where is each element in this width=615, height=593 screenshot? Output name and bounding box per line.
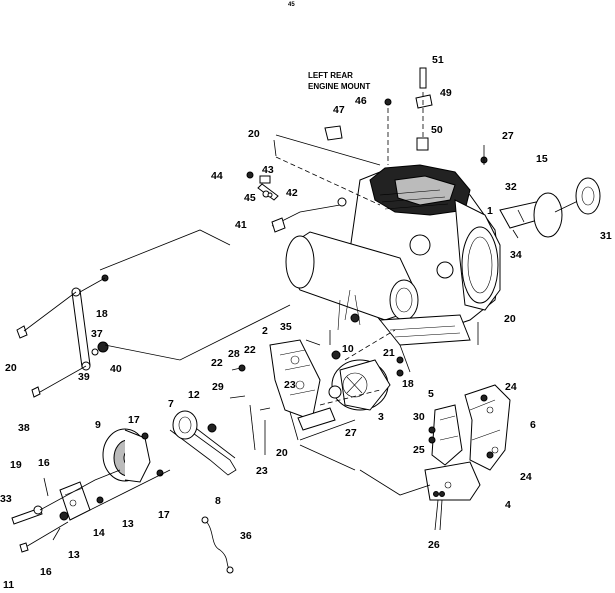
callout-13a: 13 bbox=[122, 518, 134, 530]
callout-20a: 20 bbox=[248, 128, 260, 140]
callout-39: 39 bbox=[78, 371, 90, 383]
callout-14: 14 bbox=[93, 527, 105, 539]
callout-23b: 23 bbox=[284, 379, 296, 391]
callout-18a: 18 bbox=[96, 308, 108, 320]
callout-41: 41 bbox=[235, 219, 247, 231]
callout-18b: 18 bbox=[402, 378, 414, 390]
callout-49: 49 bbox=[440, 87, 452, 99]
shaft-parts bbox=[11, 469, 171, 553]
callout-27a: 27 bbox=[502, 130, 514, 142]
callout-29: 29 bbox=[212, 381, 224, 393]
callout-5: 5 bbox=[428, 388, 434, 400]
callout-1: 1 bbox=[487, 205, 493, 217]
callout-9: 9 bbox=[95, 419, 101, 431]
dash-line-3 bbox=[275, 156, 381, 206]
dash-line-5 bbox=[319, 389, 381, 406]
callout-2: 2 bbox=[262, 325, 268, 337]
dash-line-4 bbox=[344, 329, 396, 361]
right-brackets bbox=[299, 384, 511, 531]
title-line-2: ENGINE MOUNT bbox=[308, 82, 370, 91]
callout-31: 31 bbox=[600, 230, 612, 242]
callout-46: 46 bbox=[355, 95, 367, 107]
leader-20-top bbox=[275, 134, 381, 166]
part-15-31 bbox=[499, 177, 601, 238]
callout-8: 8 bbox=[215, 495, 221, 507]
callout-44: 44 bbox=[211, 170, 223, 182]
callout-20c: 20 bbox=[5, 362, 17, 374]
callout-7: 7 bbox=[168, 398, 174, 410]
callout-36: 36 bbox=[240, 530, 252, 542]
callout-51: 51 bbox=[432, 54, 444, 66]
callout-23a: 23 bbox=[256, 465, 268, 477]
callout-3: 3 bbox=[378, 411, 384, 423]
callout-17b: 17 bbox=[158, 509, 170, 521]
callout-6: 6 bbox=[530, 419, 536, 431]
callout-10: 10 bbox=[342, 343, 354, 355]
callout-16b: 16 bbox=[40, 566, 52, 578]
callout-43: 43 bbox=[262, 164, 274, 176]
callout-35: 35 bbox=[280, 321, 292, 333]
part-36 bbox=[204, 519, 231, 571]
callout-40: 40 bbox=[110, 363, 122, 375]
callout-15: 15 bbox=[536, 153, 548, 165]
callouts: 1 2 3 4 5 6 7 8 9 10 11 12 13 13 14 15 1… bbox=[0, 54, 612, 591]
callout-11: 11 bbox=[3, 579, 14, 591]
callout-20b: 20 bbox=[504, 313, 516, 325]
callout-45: 45 bbox=[244, 192, 256, 204]
engine bbox=[271, 164, 501, 346]
callout-16a: 16 bbox=[38, 457, 50, 469]
callout-32: 32 bbox=[505, 181, 517, 193]
callout-28: 28 bbox=[228, 348, 240, 360]
callout-13b: 13 bbox=[68, 549, 80, 561]
page-number: 45 bbox=[288, 2, 295, 8]
pulley-assembly bbox=[102, 410, 237, 483]
top-fasteners bbox=[246, 67, 488, 201]
part-32 bbox=[517, 209, 525, 223]
callout-42: 42 bbox=[286, 187, 298, 199]
title-line-1: LEFT REAR bbox=[308, 71, 353, 80]
callout-17a: 17 bbox=[128, 414, 140, 426]
callout-24a: 24 bbox=[505, 381, 517, 393]
callout-27b: 27 bbox=[345, 427, 357, 439]
callout-33: 33 bbox=[0, 493, 12, 505]
alternator bbox=[229, 322, 479, 455]
callout-12: 12 bbox=[188, 389, 200, 401]
callout-26: 26 bbox=[428, 539, 440, 551]
callout-25: 25 bbox=[413, 444, 425, 456]
callout-30: 30 bbox=[413, 411, 425, 423]
callout-4: 4 bbox=[505, 499, 511, 511]
callout-20d: 20 bbox=[276, 447, 288, 459]
callout-38: 38 bbox=[18, 422, 30, 434]
callout-19: 19 bbox=[10, 459, 22, 471]
part-34 bbox=[512, 229, 519, 239]
callout-47: 47 bbox=[333, 104, 345, 116]
callout-21: 21 bbox=[383, 347, 395, 359]
left-mount-bracket bbox=[16, 229, 291, 398]
callout-22b: 22 bbox=[244, 344, 256, 356]
callout-37: 37 bbox=[91, 328, 103, 340]
callout-34: 34 bbox=[510, 249, 522, 261]
callout-50: 50 bbox=[431, 124, 443, 136]
callout-24b: 24 bbox=[520, 471, 532, 483]
callout-22a: 22 bbox=[211, 357, 223, 369]
